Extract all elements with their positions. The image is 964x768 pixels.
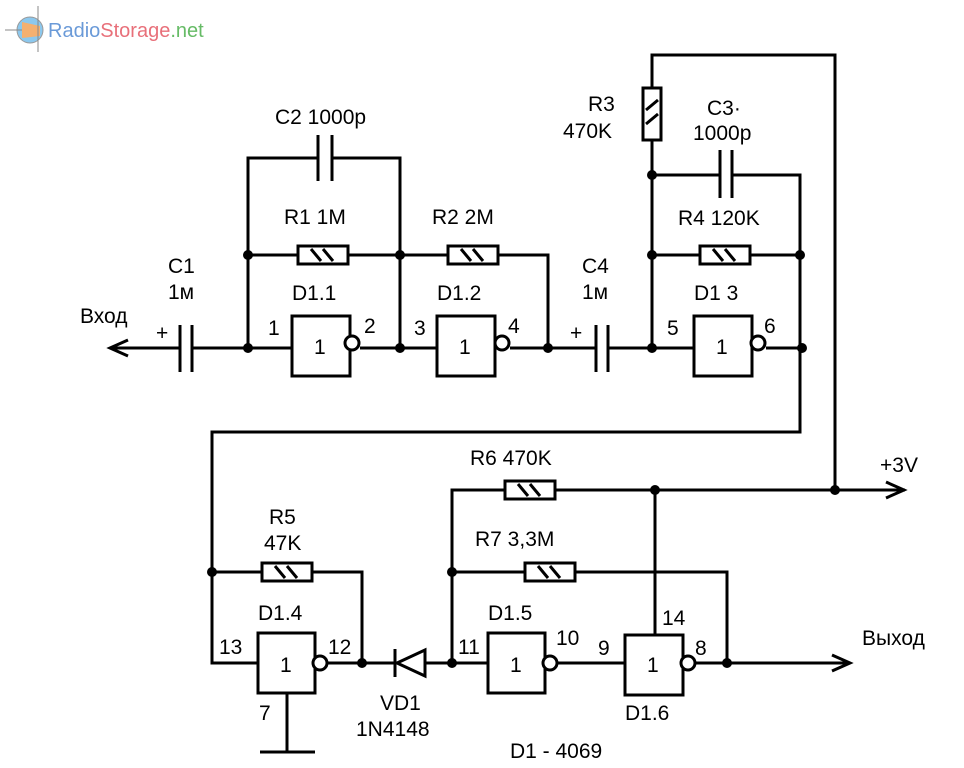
label-components-VD1-ref: VD1 xyxy=(380,692,421,715)
label-gates-5-vcc: 14 xyxy=(662,607,686,630)
capacitor-c4 xyxy=(594,325,610,372)
label-gates-1-name: D1.2 xyxy=(437,282,481,305)
resistor-r6 xyxy=(503,479,557,501)
gate-d1-6: 1 xyxy=(623,633,697,697)
label-components-C3-ref: C3· xyxy=(707,97,741,120)
label-components-R3-value: 470K xyxy=(563,120,612,143)
chip-label: D1 - 4069 xyxy=(510,740,602,763)
label-components-C4-value: 1м xyxy=(582,281,608,304)
label-gates-0-name: D1.1 xyxy=(292,282,336,305)
input-arrow-icon xyxy=(106,338,129,358)
label-logo-part2: Storage xyxy=(100,20,170,42)
label-gates-5-out: 8 xyxy=(695,637,707,660)
label-gates-4-symbol: 1 xyxy=(510,654,522,677)
svg-text:RadioStorage.net: RadioStorage.net xyxy=(48,20,204,42)
gate-d1-2: 1 xyxy=(435,314,511,378)
resistor-r2 xyxy=(446,244,500,266)
label-gates-3-out: 12 xyxy=(328,636,351,659)
gate-d1-3: 1 xyxy=(692,314,767,378)
label-gates-0-symbol: 1 xyxy=(314,336,326,359)
label-components-C2-label: C2 1000p xyxy=(275,106,366,129)
label-components-R2-label: R2 2M xyxy=(432,206,494,229)
label-gates-4-in: 11 xyxy=(458,636,480,659)
label-components-R3-ref: R3 xyxy=(588,93,615,116)
label-gates-2-symbol: 1 xyxy=(716,336,728,359)
gate-d1-4: 1 xyxy=(256,631,329,695)
label-components-C3-value: 1000p xyxy=(693,122,751,145)
output-label: Выход xyxy=(862,627,925,650)
label-components-VD1-value: 1N4148 xyxy=(356,718,430,741)
plus-c4: + xyxy=(570,322,582,345)
resistor-r5 xyxy=(260,561,314,583)
label-components-R6-label: R6 470K xyxy=(470,447,552,470)
label-gates-1-in: 3 xyxy=(414,317,426,340)
label-logo-part3: .net xyxy=(170,20,204,42)
label-logo-part1: Radio xyxy=(48,20,100,42)
label-gates-5-name: D1.6 xyxy=(625,702,669,725)
label-components-C1-value: 1м xyxy=(168,281,194,304)
label-components-R1-label: R1 1M xyxy=(284,206,346,229)
label-gates-4-name: D1.5 xyxy=(488,602,532,625)
label-components-C4-ref: C4 xyxy=(582,255,609,278)
label-gates-0-out: 2 xyxy=(364,315,376,338)
supply-arrow-icon xyxy=(885,480,908,500)
label-gates-1-out: 4 xyxy=(508,315,520,338)
label-gates-3-name: D1.4 xyxy=(258,602,303,625)
resistor-r1 xyxy=(296,244,350,266)
label-gates-3-in: 13 xyxy=(219,636,242,659)
supply-label: +3V xyxy=(880,454,918,477)
label-gates-1-symbol: 1 xyxy=(459,336,471,359)
capacitor-c2 xyxy=(316,135,334,181)
labels: Вход + + C1 1м C2 1000p R1 1M R2 2M C4 1… xyxy=(80,93,925,763)
label-components-R5-value: 47K xyxy=(264,532,301,555)
output-arrow-icon xyxy=(831,653,854,673)
label-gates-2-in: 5 xyxy=(667,317,679,340)
label-components-C1-ref: C1 xyxy=(168,255,195,278)
gate-d1-5: 1 xyxy=(486,631,559,695)
capacitor-c1 xyxy=(178,325,194,372)
plus-c1: + xyxy=(156,322,168,345)
capacitor-c3 xyxy=(718,150,734,198)
resistor-r3 xyxy=(641,86,663,142)
diode-vd1 xyxy=(393,647,427,679)
input-label: Вход xyxy=(80,305,128,328)
radiostorage-logo: RadioStorage.net xyxy=(5,6,204,52)
label-gates-5-symbol: 1 xyxy=(647,654,659,677)
label-components-R5-ref: R5 xyxy=(269,506,296,529)
label-gates-3-gnd: 7 xyxy=(259,702,271,725)
label-gates-2-out: 6 xyxy=(764,315,776,338)
label-gates-4-out: 10 xyxy=(556,627,579,650)
resistor-r4 xyxy=(698,244,752,266)
label-components-R4-label: R4 120K xyxy=(678,207,760,230)
label-gates-5-in: 9 xyxy=(598,637,610,660)
label-gates-3-symbol: 1 xyxy=(280,654,292,677)
label-gates-0-in: 1 xyxy=(268,317,280,340)
label-gates-2-name: D1 3 xyxy=(694,282,738,305)
gate-d1-1: 1 xyxy=(290,314,361,378)
junctions xyxy=(207,170,840,668)
label-components-R7-label: R7 3,3M xyxy=(475,528,554,551)
resistor-r7 xyxy=(523,561,577,583)
